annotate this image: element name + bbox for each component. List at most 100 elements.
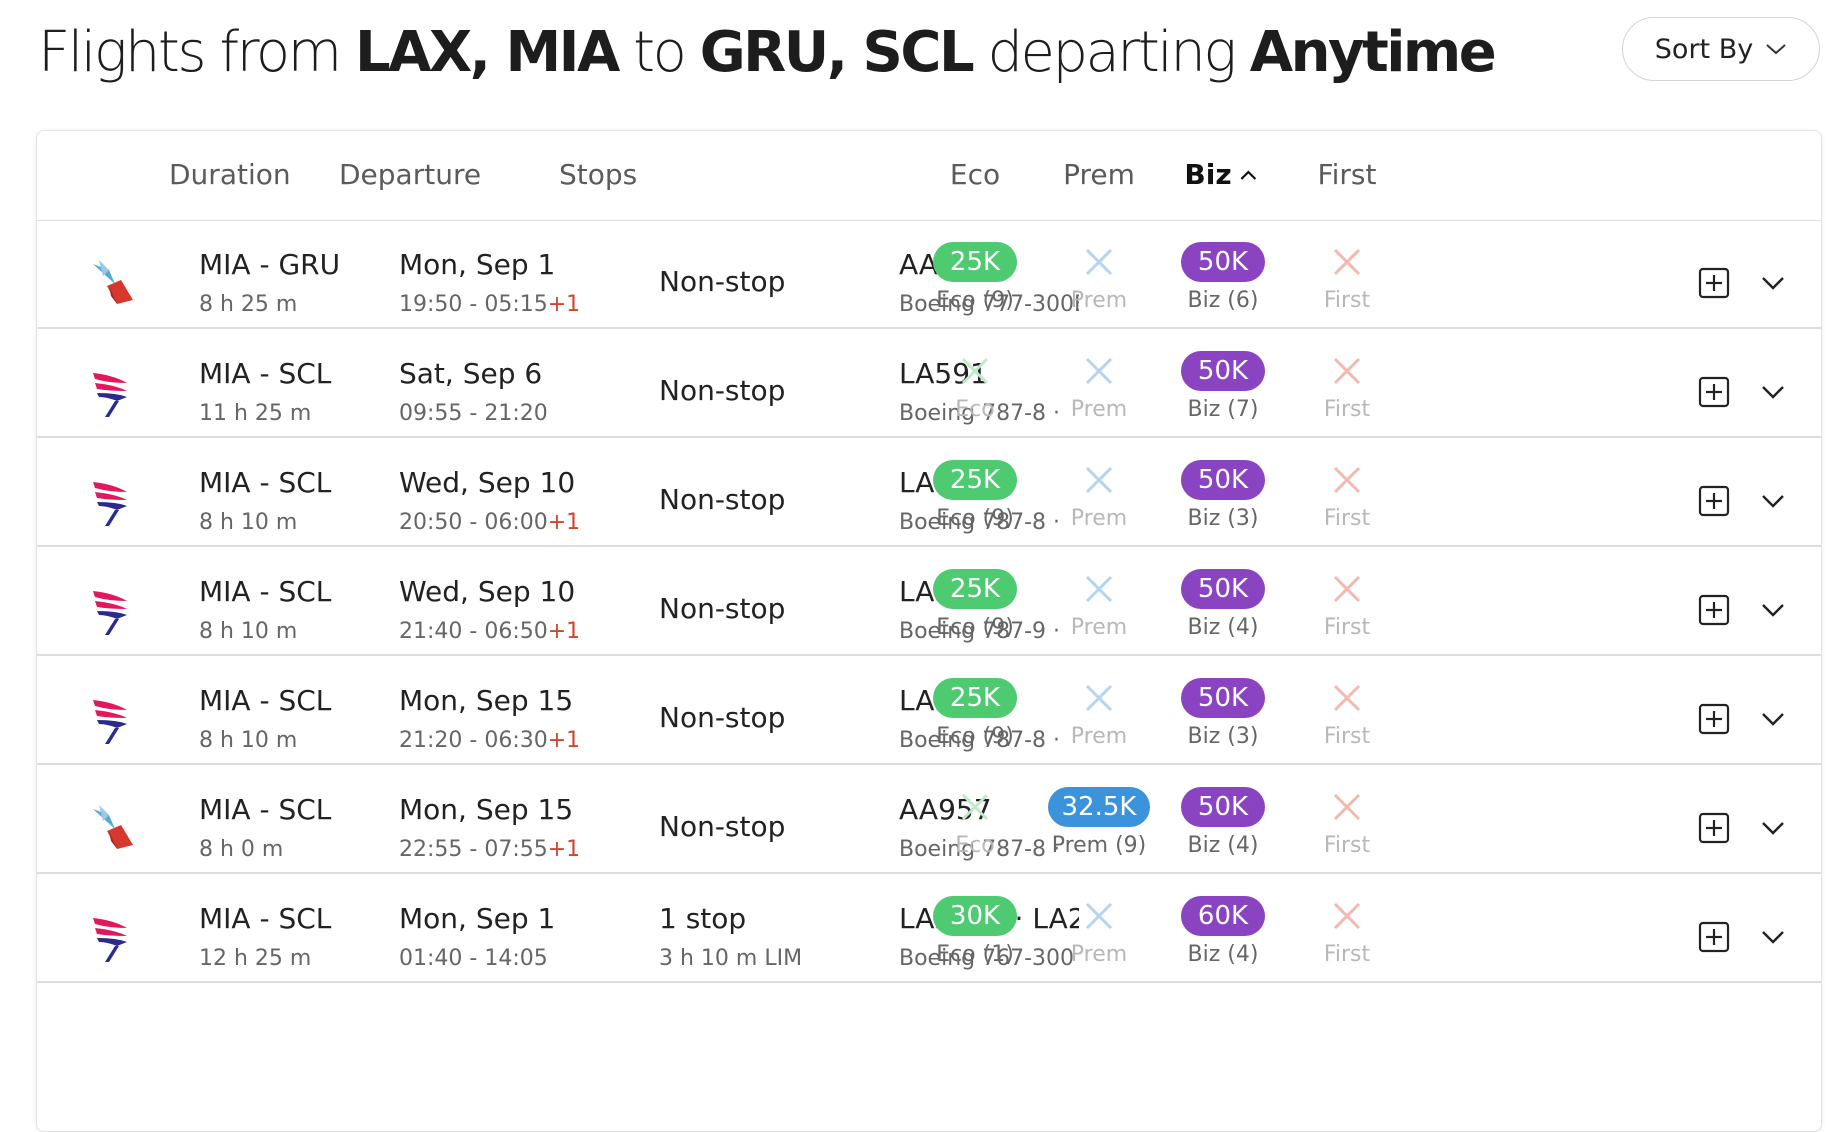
departure-times: 21:20 - 06:30+1 bbox=[399, 728, 581, 753]
expand-row-chevron-icon[interactable] bbox=[1760, 926, 1786, 948]
eco-price-pill[interactable]: 25K bbox=[933, 460, 1017, 500]
prem-fare: Prem bbox=[1029, 460, 1169, 531]
biz-price-pill[interactable]: 50K bbox=[1181, 460, 1265, 500]
first-label: First bbox=[1323, 833, 1371, 858]
expand-row-chevron-icon[interactable] bbox=[1760, 817, 1786, 839]
departure-date: Wed, Sep 10 bbox=[399, 575, 576, 608]
first-fare: First bbox=[1277, 242, 1417, 313]
route: MIA - SCL bbox=[199, 575, 332, 608]
first-unavailable-icon bbox=[1277, 678, 1417, 718]
first-unavailable-icon bbox=[1277, 569, 1417, 609]
departure-times: 09:55 - 21:20 bbox=[399, 401, 548, 426]
next-day-indicator: +1 bbox=[547, 619, 581, 644]
departure-date: Wed, Sep 10 bbox=[399, 466, 576, 499]
eco-price-pill[interactable]: 25K bbox=[933, 569, 1017, 609]
biz-price-pill[interactable]: 50K bbox=[1181, 351, 1265, 391]
next-day-indicator: +1 bbox=[547, 837, 581, 862]
route: MIA - SCL bbox=[199, 357, 332, 390]
departure-date: Mon, Sep 15 bbox=[399, 684, 574, 717]
departure-timeframe: Anytime bbox=[1249, 20, 1497, 85]
eco-price-pill[interactable]: 25K bbox=[933, 242, 1017, 282]
duration: 8 h 10 m bbox=[199, 619, 298, 644]
first-fare: First bbox=[1277, 787, 1417, 858]
first-label: First bbox=[1323, 288, 1371, 313]
first-label: First bbox=[1323, 615, 1371, 640]
aircraft-type: Boeing 787-8 · bbox=[899, 728, 1061, 753]
chevron-down-icon bbox=[1766, 44, 1786, 55]
flight-row[interactable]: MIA - SCL 11 h 25 m Sat, Sep 6 09:55 - 2… bbox=[37, 329, 1821, 438]
expand-row-chevron-icon[interactable] bbox=[1760, 490, 1786, 512]
prem-fare: Prem bbox=[1029, 351, 1169, 422]
prem-label: Prem bbox=[1070, 942, 1128, 967]
flight-row[interactable]: MIA - SCL 8 h 10 m Wed, Sep 10 21:40 - 0… bbox=[37, 547, 1821, 656]
column-stops[interactable]: Stops bbox=[559, 158, 638, 191]
next-day-indicator: +1 bbox=[547, 292, 581, 317]
origin-airports: LAX, MIA bbox=[354, 20, 620, 85]
add-to-list-icon[interactable] bbox=[1698, 267, 1730, 299]
add-to-list-icon[interactable] bbox=[1698, 703, 1730, 735]
prem-fare: Prem bbox=[1029, 896, 1169, 967]
first-label: First bbox=[1323, 397, 1371, 422]
expand-row-chevron-icon[interactable] bbox=[1760, 272, 1786, 294]
prem-unavailable-icon bbox=[1029, 242, 1169, 282]
expand-row-chevron-icon[interactable] bbox=[1760, 599, 1786, 621]
biz-price-pill[interactable]: 50K bbox=[1181, 678, 1265, 718]
flight-row[interactable]: MIA - GRU 8 h 25 m Mon, Sep 1 19:50 - 05… bbox=[37, 220, 1821, 329]
column-duration[interactable]: Duration bbox=[169, 158, 291, 191]
prem-price-pill[interactable]: 32.5K bbox=[1047, 787, 1151, 827]
departure-times: 19:50 - 05:15+1 bbox=[399, 292, 581, 317]
eco-label: Eco bbox=[955, 397, 995, 422]
biz-price-pill[interactable]: 50K bbox=[1181, 787, 1265, 827]
biz-seats-label: Biz (7) bbox=[1187, 397, 1259, 422]
flight-row[interactable]: MIA - SCL 12 h 25 m Mon, Sep 1 01:40 - 1… bbox=[37, 874, 1821, 983]
departure-times: 20:50 - 06:00+1 bbox=[399, 510, 581, 535]
add-to-list-icon[interactable] bbox=[1698, 485, 1730, 517]
prem-unavailable-icon bbox=[1029, 896, 1169, 936]
duration: 8 h 10 m bbox=[199, 510, 298, 535]
stops: Non-stop bbox=[659, 374, 786, 407]
first-unavailable-icon bbox=[1277, 896, 1417, 936]
layover-info: 3 h 10 m LIM bbox=[659, 946, 803, 971]
column-prem[interactable]: Prem bbox=[1063, 158, 1135, 191]
add-to-list-icon[interactable] bbox=[1698, 594, 1730, 626]
expand-row-chevron-icon[interactable] bbox=[1760, 381, 1786, 403]
page-header: Flights from LAX, MIA to GRU, SCL depart… bbox=[0, 0, 1848, 120]
column-eco[interactable]: Eco bbox=[949, 158, 1001, 191]
departure-times: 21:40 - 06:50+1 bbox=[399, 619, 581, 644]
prem-unavailable-icon bbox=[1029, 569, 1169, 609]
stops: Non-stop bbox=[659, 810, 786, 843]
sort-by-button[interactable]: Sort By bbox=[1622, 17, 1820, 81]
route: MIA - SCL bbox=[199, 684, 332, 717]
column-departure[interactable]: Departure bbox=[339, 158, 482, 191]
flight-row[interactable]: MIA - SCL 8 h 10 m Wed, Sep 10 20:50 - 0… bbox=[37, 438, 1821, 547]
prem-unavailable-icon bbox=[1029, 460, 1169, 500]
biz-fare: 50K Biz (4) bbox=[1153, 569, 1293, 640]
aircraft-type: Boeing 787-8 · bbox=[899, 401, 1061, 426]
add-to-list-icon[interactable] bbox=[1698, 376, 1730, 408]
biz-seats-label: Biz (4) bbox=[1187, 615, 1259, 640]
biz-price-pill[interactable]: 50K bbox=[1181, 569, 1265, 609]
eco-price-pill[interactable]: 30K bbox=[933, 896, 1017, 936]
add-to-list-icon[interactable] bbox=[1698, 921, 1730, 953]
first-fare: First bbox=[1277, 351, 1417, 422]
first-label: First bbox=[1323, 724, 1371, 749]
biz-seats-label: Biz (3) bbox=[1187, 724, 1259, 749]
column-first[interactable]: First bbox=[1317, 158, 1377, 191]
biz-price-pill[interactable]: 60K bbox=[1181, 896, 1265, 936]
eco-price-pill[interactable]: 25K bbox=[933, 678, 1017, 718]
column-biz[interactable]: Biz bbox=[1184, 158, 1257, 191]
prem-fare: Prem bbox=[1029, 678, 1169, 749]
expand-row-chevron-icon[interactable] bbox=[1760, 708, 1786, 730]
biz-price-pill[interactable]: 50K bbox=[1181, 242, 1265, 282]
first-fare: First bbox=[1277, 460, 1417, 531]
prem-unavailable-icon bbox=[1029, 678, 1169, 718]
flight-row[interactable]: MIA - SCL 8 h 0 m Mon, Sep 15 22:55 - 07… bbox=[37, 765, 1821, 874]
latam-logo bbox=[87, 692, 137, 748]
departure-date: Mon, Sep 15 bbox=[399, 793, 574, 826]
add-to-list-icon[interactable] bbox=[1698, 812, 1730, 844]
biz-fare: 50K Biz (3) bbox=[1153, 678, 1293, 749]
flight-row[interactable]: MIA - SCL 8 h 10 m Mon, Sep 15 21:20 - 0… bbox=[37, 656, 1821, 765]
